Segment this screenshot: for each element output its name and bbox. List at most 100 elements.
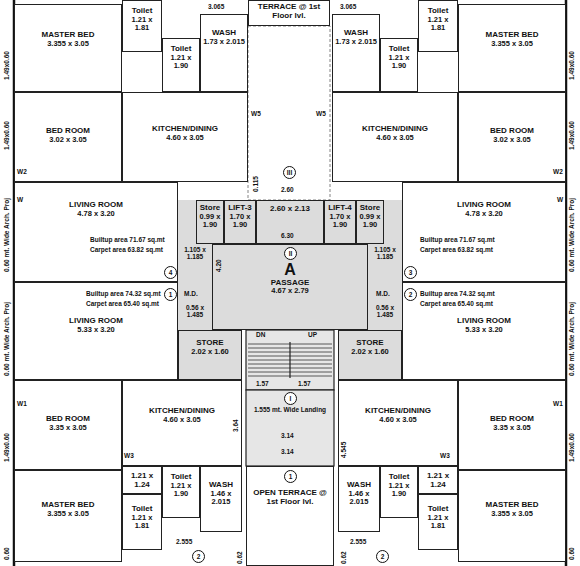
- room-name: 1.21 x 1.24: [420, 472, 456, 490]
- room-size: 3.355 x 3.05: [47, 40, 89, 48]
- dimension-label: 3.14: [281, 448, 294, 455]
- room-size: 1.73 x 2.015: [203, 38, 245, 46]
- side-dimension: 0.60 mt. Wide Arch. Proj: [3, 198, 10, 272]
- room-name: KITCHEN/DINING: [152, 125, 218, 134]
- room-name: LIVING ROOM: [69, 201, 123, 210]
- dimension-label: 2.60: [281, 186, 294, 193]
- room-size: 3.355 x 3.05: [491, 510, 533, 518]
- callout-number: 2: [376, 550, 389, 563]
- dimension-label: W: [17, 196, 23, 203]
- callout-number: II: [284, 247, 297, 260]
- room-size: 4.60 x 3.05: [166, 134, 204, 142]
- dimension-label: 3.065: [208, 3, 224, 10]
- room-name: Toilet: [428, 7, 449, 16]
- room-name: LIVING ROOM: [457, 201, 511, 210]
- room-box: 1.21 x 1.24: [122, 466, 162, 494]
- room-size: 2.02 x 1.60: [191, 348, 229, 356]
- room-name: WASH: [347, 481, 371, 490]
- room-box: LIVING ROOM4.78 x 3.20: [14, 182, 178, 282]
- side-dimension: 1.49x0.60: [568, 121, 575, 150]
- dimension-label: W3: [124, 452, 134, 459]
- room-box: WASH1.46 x 2.015: [200, 466, 242, 532]
- room-box: WASH1.46 x 2.015: [338, 466, 380, 532]
- callout-number: I: [284, 392, 297, 405]
- room-size: 1.70 x 1.90: [226, 213, 254, 230]
- room-name: LIFT-3: [228, 204, 252, 213]
- dimension-label: W2: [553, 168, 563, 175]
- room-size: 1.21 x 1.90: [164, 54, 198, 71]
- room-box: LIFT-31.70 x 1.90: [224, 200, 256, 244]
- room-name: LIVING ROOM: [457, 317, 511, 326]
- room-size: 1.70 x 1.90: [326, 213, 354, 230]
- dimension-label: W1: [17, 400, 27, 407]
- room-box: KITCHEN/DINING4.60 x 3.05: [332, 92, 458, 182]
- callout-number: 4: [164, 266, 177, 279]
- room-name: Toilet: [171, 45, 192, 54]
- callout-number: 2: [404, 288, 417, 301]
- room-size: 0.99 x 1.90: [358, 213, 382, 230]
- room-size: 0.99 x 1.90: [198, 213, 222, 230]
- room-box: Toilet1.21 x 1.81: [122, 494, 162, 550]
- room-name: Toilet: [132, 505, 153, 514]
- room-size: 4.78 x 3.20: [77, 210, 115, 218]
- room-box: Toilet1.21 x 1.90: [380, 38, 418, 92]
- dimension-label: DN: [256, 331, 265, 338]
- side-dimension: 0.115: [252, 176, 259, 192]
- room-box: Toilet1.21 x 1.81: [122, 0, 162, 52]
- room-name: WASH: [344, 29, 368, 38]
- side-dimension: 1.49x0.60: [568, 433, 575, 462]
- room-size: 3.355 x 3.05: [47, 510, 89, 518]
- dimension-label: 3.14: [281, 432, 294, 439]
- room-size: 4.67 x 2.79: [271, 287, 309, 295]
- dimension-label: Carpet area 63.82 sq.mt: [420, 246, 493, 253]
- room-name: Toilet: [428, 505, 449, 514]
- room-name: STORE: [356, 339, 383, 348]
- room-box: BED ROOM3.35 x 3.05: [458, 380, 566, 470]
- room-name: KITCHEN/DINING: [362, 125, 428, 134]
- room-name: LIVING ROOM: [69, 317, 123, 326]
- side-dimension: 1.49x0.60: [3, 433, 10, 462]
- dimension-label: 3.065: [340, 3, 356, 10]
- side-dimension: 1.49x0.60: [3, 121, 10, 150]
- room-box: WASH1.73 x 2.015: [200, 14, 248, 92]
- dimension-label: W: [557, 196, 563, 203]
- dimension-label: Builtup area 74.32 sq.mt: [420, 290, 495, 297]
- dimension-label: UP: [308, 331, 317, 338]
- room-size: 1.21 x 1.90: [382, 54, 416, 71]
- room-box: BED ROOM3.02 x 3.05: [458, 92, 566, 182]
- room-box: MASTER BED3.355 x 3.05: [14, 4, 122, 92]
- room-name: MASTER BED: [486, 501, 539, 510]
- dimension-label: W5: [251, 110, 261, 117]
- dimension-label: Carpet area 63.82 sq.mt: [90, 246, 163, 253]
- room-box: STORE2.02 x 1.60: [338, 330, 402, 380]
- callout-number: 1: [164, 288, 177, 301]
- room-size: 4.60 x 3.05: [379, 416, 417, 424]
- room-size: 5.33 x 3.20: [77, 326, 115, 334]
- dimension-label: Builtup area 71.67 sq.mt: [90, 236, 165, 243]
- room-size: 4.78 x 3.20: [465, 210, 503, 218]
- room-box: TERRACE @ 1st Floor lvl.: [248, 0, 330, 26]
- side-dimension: 0.60 mt. Wide Arch. Proj: [3, 302, 10, 376]
- dimension-label: 1.105 x 1.185: [370, 246, 400, 261]
- callout-number: III: [283, 166, 296, 179]
- side-dimension: 1.49x0.60: [568, 51, 575, 80]
- dimension-label: Carpet area 65.40 sq.mt: [420, 300, 493, 307]
- room-name: KITCHEN/DINING: [365, 407, 431, 416]
- callout-number: 2: [192, 550, 205, 563]
- side-dimension: 4.545: [340, 442, 347, 458]
- room-box: MASTER BED3.355 x 3.05: [458, 4, 566, 92]
- room-name: BED ROOM: [46, 415, 90, 424]
- room-name: LIFT-4: [328, 204, 352, 213]
- room-size: 1.21 x 1.81: [124, 514, 160, 531]
- side-dimension: 0.62: [236, 551, 243, 564]
- room-size: 3.35 x 3.05: [49, 424, 87, 432]
- callout-number: 1: [284, 470, 297, 483]
- dimension-label: Builtup area 71.67 sq.mt: [420, 236, 495, 243]
- room-box: MASTER BED3.355 x 3.05: [14, 470, 122, 562]
- room-size: 3.35 x 3.05: [493, 424, 531, 432]
- dimension-label: W1: [553, 400, 563, 407]
- side-dimension: 3.64: [232, 419, 239, 432]
- room-box: Toilet1.21 x 1.90: [162, 38, 200, 92]
- dimension-label: M.D.: [376, 290, 390, 297]
- room-size: 1.73 x 2.015: [335, 38, 377, 46]
